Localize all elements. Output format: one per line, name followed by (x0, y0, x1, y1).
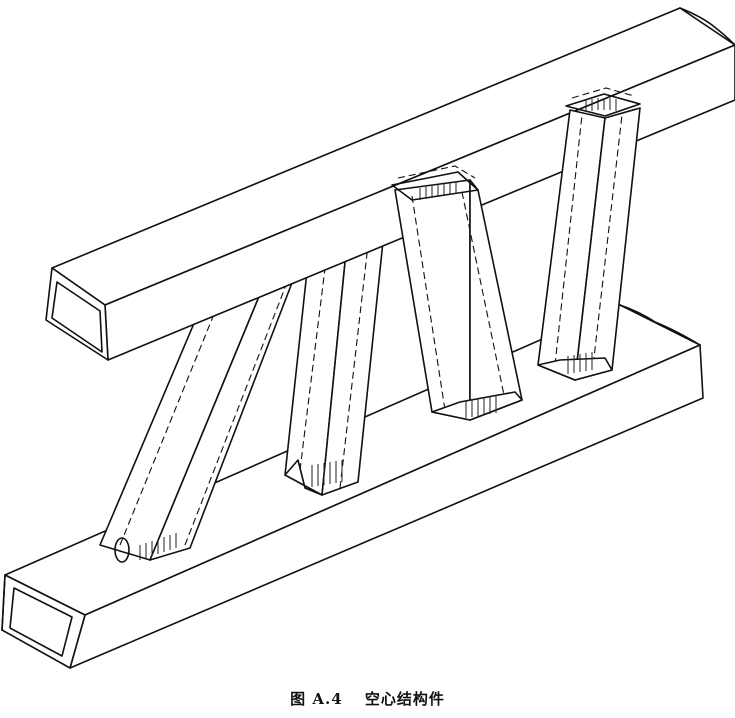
vertical-member-3 (391, 165, 523, 421)
vertical-member-4 (537, 87, 641, 381)
figure-number: 图 A.4 (290, 690, 343, 708)
vertical-member-2 (284, 203, 386, 496)
weld-hatch-bottom-1 (139, 533, 177, 560)
hollow-structure-drawing (1, 7, 735, 669)
figure-caption: 图 A.4 空心结构件 (0, 688, 735, 712)
figure-title: 空心结构件 (364, 690, 445, 708)
